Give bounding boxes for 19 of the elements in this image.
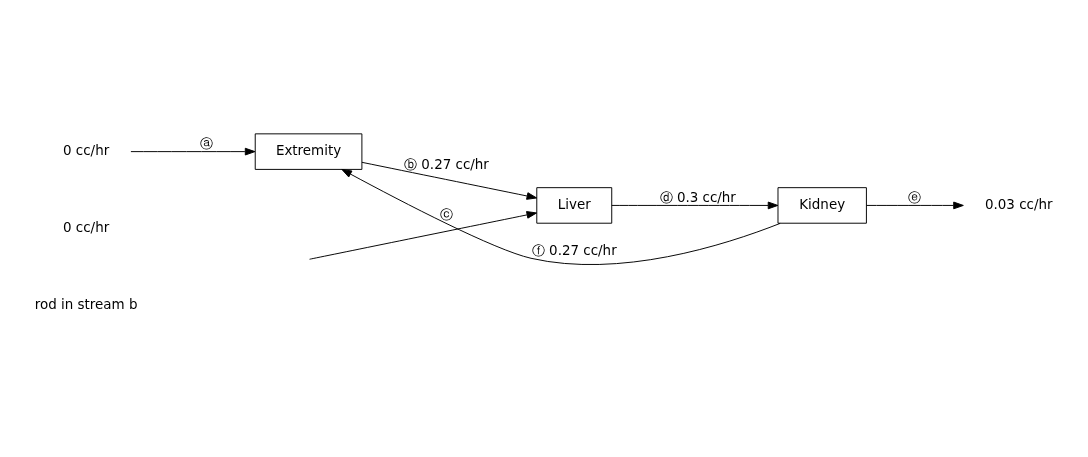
edge-label: ⓐ [200, 135, 214, 151]
label: 0 cc/hr [63, 220, 110, 236]
arrow [361, 161, 538, 200]
label: rod in stream b [34, 296, 138, 312]
node-box: Extremity [254, 133, 363, 170]
edge-label: ⓕ 0.27 cc/hr [531, 242, 617, 258]
arrow [866, 201, 964, 210]
node-box: Liver [536, 187, 613, 224]
node-text: 0.03 cc/hr [984, 196, 1053, 212]
node-box: Kidney [777, 187, 867, 224]
edge-label: ⓒ [439, 207, 453, 223]
arrow [341, 168, 781, 265]
edge-label: ⓓ 0.3 cc/hr [659, 189, 736, 205]
arrow [130, 147, 256, 156]
arrow [611, 201, 779, 210]
edge-label: ⓑ 0.27 cc/hr [404, 157, 489, 173]
edge-label: ⓔ [908, 189, 922, 205]
arrow [309, 211, 538, 260]
node-text: 0 cc/hr [63, 143, 110, 159]
